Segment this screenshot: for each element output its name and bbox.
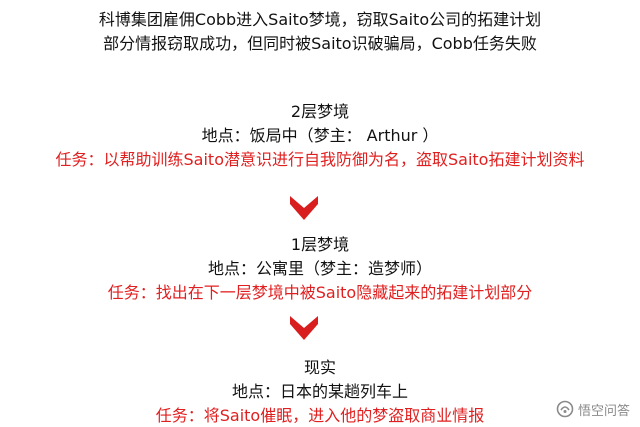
level-mission: 任务：以帮助训练Saito潜意识进行自我防御为名，盗取Saito拓建计划资料 bbox=[55, 150, 585, 169]
level-location: 地点：日本的某趟列车上 bbox=[231, 382, 408, 401]
down-arrow-icon bbox=[290, 196, 318, 220]
level-title: 现实 bbox=[303, 358, 336, 377]
level-block-1: 1层梦境 地点：公寓里（梦主：造梦师） 任务：找出在下一层梦境中被Saito隐藏… bbox=[0, 233, 640, 305]
watermark: 悟空问答 bbox=[556, 399, 630, 419]
level-block-reality: 现实 地点：日本的某趟列车上 任务：将Saito催眠，进入他的梦盗取商业情报 bbox=[0, 356, 640, 427]
watermark-text: 悟空问答 bbox=[577, 403, 630, 419]
level-mission: 任务：将Saito催眠，进入他的梦盗取商业情报 bbox=[155, 406, 485, 425]
level-title: 2层梦境 bbox=[290, 102, 350, 121]
level-location: 地点：公寓里（梦主：造梦师） bbox=[207, 259, 432, 278]
intro-line-1: 科博集团雇佣Cobb进入Saito梦境，窃取Saito公司的拓建计划 bbox=[98, 10, 542, 29]
wukong-logo-icon bbox=[556, 400, 574, 418]
down-arrow-icon bbox=[290, 316, 318, 340]
level-block-2: 2层梦境 地点：饭局中（梦主： Arthur ） 任务：以帮助训练Saito潜意… bbox=[0, 100, 640, 172]
level-mission: 任务：找出在下一层梦境中被Saito隐藏起来的拓建计划部分 bbox=[107, 283, 533, 302]
intro-line-2: 部分情报窃取成功，但同时被Saito识破骗局，Cobb任务失败 bbox=[103, 34, 537, 53]
level-title: 1层梦境 bbox=[290, 235, 350, 254]
level-location: 地点：饭局中（梦主： Arthur ） bbox=[201, 126, 439, 145]
